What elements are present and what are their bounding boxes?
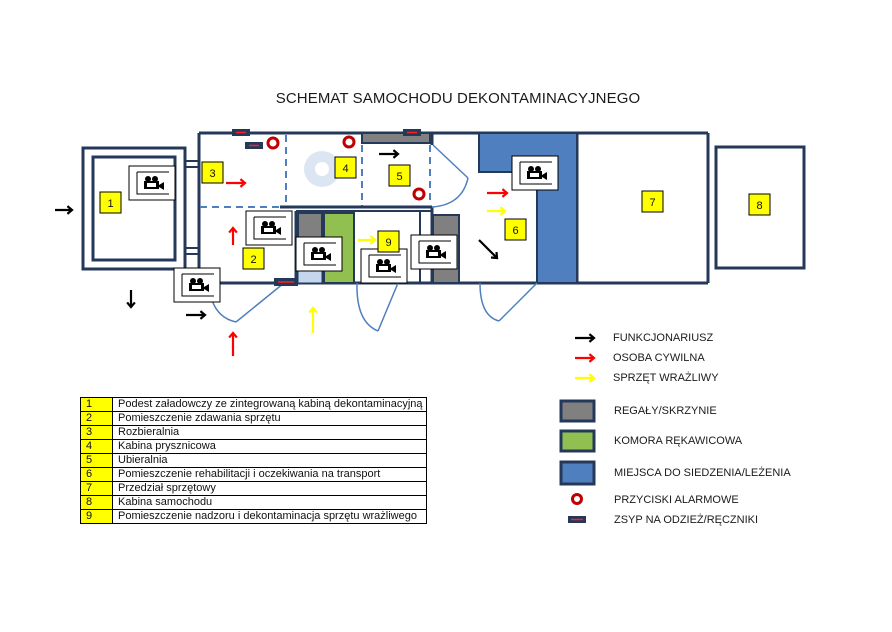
room-labels: 1 2 3 4 5 6 7 8 9 (99, 156, 771, 270)
room-label-2: 2 (242, 247, 265, 270)
room-number: 1 (80, 397, 113, 412)
room-label-4: 4 (334, 156, 357, 179)
room-number: 2 (80, 411, 113, 426)
svg-text:8: 8 (756, 200, 762, 212)
shelf-top (361, 132, 431, 144)
diagram-title: SCHEMAT SAMOCHODU DEKONTAMINACYJNEGO (0, 90, 892, 107)
alarm-button-icon (342, 135, 356, 149)
room-number: 6 (80, 467, 113, 482)
camera-icon (360, 248, 408, 284)
doors (211, 144, 538, 332)
legend-shelf-swatch (559, 399, 596, 423)
legend-alarm-icon (571, 493, 583, 505)
svg-text:5: 5 (396, 171, 402, 183)
room-number: 5 (80, 453, 113, 468)
equipment-arrow-icon (308, 306, 318, 333)
svg-text:7: 7 (649, 197, 655, 209)
officer-arrow-icon (379, 149, 400, 159)
civilian-arrow-icon (226, 178, 247, 188)
flow-arrows (55, 149, 509, 356)
chutes (232, 129, 421, 286)
room-number: 3 (80, 425, 113, 440)
room-description: Pomieszczenie rehabilitacji i oczekiwani… (112, 467, 427, 482)
camera-icon (511, 155, 559, 191)
room-label-5: 5 (388, 164, 411, 187)
shower-icon (304, 151, 340, 187)
room-label-8: 8 (748, 193, 771, 216)
dashed-partitions (200, 135, 431, 208)
camera-icon (173, 267, 221, 303)
legend-seating: MIEJSCA DO SIEDZENIA/LEŻENIA (614, 467, 791, 479)
room-label-7: 7 (641, 190, 664, 213)
legend-chute: ZSYP NA ODZIEŻ/RĘCZNIKI (614, 514, 759, 526)
platform-connectors (185, 160, 199, 255)
legend-officer-arrow-icon (575, 333, 596, 343)
legend-equipment: SPRZĘT WRAŻLIWY (613, 372, 719, 384)
room-number: 8 (80, 495, 113, 510)
camera-icon (295, 236, 343, 272)
room-description: Pomieszczenie nadzoru i dekontaminacja s… (112, 509, 427, 524)
room-number: 7 (80, 481, 113, 496)
room-description: Kabina samochodu (112, 495, 427, 510)
room-description: Przedział sprzętowy (112, 481, 427, 496)
camera-icon (245, 210, 293, 246)
svg-text:6: 6 (512, 225, 518, 237)
legend-shelves: REGAŁY/SKRZYNIE (614, 405, 717, 417)
officer-arrow-icon (478, 239, 499, 260)
room-description: Kabina prysznicowa (112, 439, 427, 454)
legend-seating-swatch (559, 460, 596, 486)
legend-officer: FUNKCJONARIUSZ (613, 332, 714, 344)
equipment-arrow-icon (358, 235, 377, 245)
room-label-1: 1 (99, 191, 122, 214)
alarm-button-icon (412, 187, 426, 201)
room-number: 4 (80, 439, 113, 454)
room-label-9: 9 (377, 230, 400, 253)
room-number: 9 (80, 509, 113, 524)
diagram-title-text: SCHEMAT SAMOCHODU DEKONTAMINACYJNEGO (275, 90, 641, 107)
svg-text:9: 9 (385, 237, 391, 249)
alarm-buttons (266, 135, 426, 201)
svg-text:4: 4 (342, 163, 348, 175)
legend-glovebox-swatch (559, 429, 596, 453)
svg-text:2: 2 (250, 254, 256, 266)
svg-text:1: 1 (107, 198, 113, 210)
officer-arrow-icon (126, 290, 136, 309)
legend-alarm: PRZYCISKI ALARMOWE (614, 494, 739, 506)
legend-graphics (559, 333, 596, 523)
legend-glovebox: KOMORA RĘKAWICOWA (614, 435, 743, 447)
equipment-arrow-icon (487, 206, 507, 216)
camera-icon (410, 234, 458, 270)
room-description: Rozbieralnia (112, 425, 427, 440)
officer-arrow-icon (55, 205, 74, 215)
camera-icon (128, 165, 176, 201)
room-label-3: 3 (201, 161, 224, 184)
room-description: Ubieralnia (112, 453, 427, 468)
officer-arrow-icon (186, 310, 207, 320)
room-label-6: 6 (504, 218, 527, 241)
civilian-arrow-icon (228, 331, 238, 356)
legend-equipment-arrow-icon (575, 373, 596, 383)
svg-text:3: 3 (209, 168, 215, 180)
civilian-arrow-icon (487, 188, 509, 198)
legend-civilian-arrow-icon (575, 353, 596, 363)
room-description: Podest załadowczy ze zintegrowaną kabiną… (112, 397, 427, 412)
civilian-arrow-icon (228, 226, 238, 245)
legend-civilian: OSOBA CYWILNA (613, 352, 705, 364)
alarm-button-icon (266, 136, 280, 150)
room-description: Pomieszczenie zdawania sprzętu (112, 411, 427, 426)
